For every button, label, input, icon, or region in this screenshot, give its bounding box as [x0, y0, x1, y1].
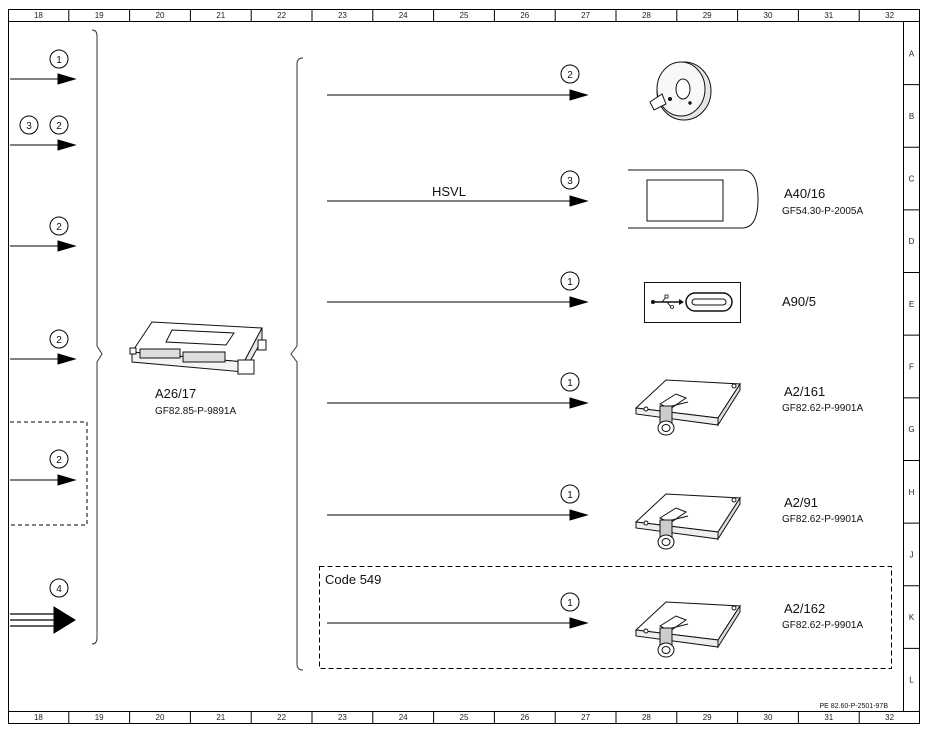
row-letter: H — [909, 488, 915, 497]
microphone-icon — [649, 61, 712, 121]
usb-c-socket-icon — [644, 282, 741, 323]
code-549-label: Code 549 — [325, 572, 381, 587]
column-number-bottom: 23 — [338, 713, 347, 722]
column-number-top: 20 — [156, 11, 165, 20]
left-signal-arrows — [10, 73, 77, 634]
column-number-top: 21 — [216, 11, 225, 20]
left-signal-1-label: 1 — [56, 55, 62, 66]
row-scale-right: A B C D E F G H J K L — [903, 49, 920, 685]
control-unit-icon — [129, 321, 267, 375]
antenna-module-2-doc: GF82.62-P-9901A — [782, 514, 863, 525]
left-signal-6-label: 4 — [56, 584, 62, 595]
column-number-bottom: 21 — [216, 713, 225, 722]
left-bus-bracket — [91, 29, 103, 645]
row-letter: A — [909, 49, 915, 58]
column-scale-top: 18 19 20 21 22 23 24 25 26 27 28 29 30 31 32 — [34, 9, 895, 21]
column-number-top: 25 — [460, 11, 469, 20]
usb-socket-id: A90/5 — [782, 294, 816, 309]
right-signal-2-label: 3 — [567, 176, 573, 187]
left-signal-5-label: 2 — [56, 455, 62, 466]
column-number-top: 29 — [703, 11, 712, 20]
row-letter: B — [909, 112, 914, 121]
column-number-bottom: 31 — [824, 713, 833, 722]
column-number-bottom: 20 — [156, 713, 165, 722]
row-letter: E — [909, 300, 914, 309]
row-letter: D — [909, 237, 915, 246]
right-signal-6-label: 1 — [567, 598, 573, 609]
column-number-top: 27 — [581, 11, 590, 20]
antenna-module-1-doc: GF82.62-P-9901A — [782, 403, 863, 414]
column-number-top: 26 — [520, 11, 529, 20]
column-number-bottom: 29 — [703, 713, 712, 722]
column-number-bottom: 22 — [277, 713, 286, 722]
antenna-module-3-id: A2/162 — [784, 601, 825, 616]
row-letter: C — [909, 175, 915, 184]
column-number-top: 19 — [95, 11, 104, 20]
right-signal-arrows — [327, 89, 589, 629]
display-icon — [628, 169, 759, 229]
control-unit-doc: GF82.85-P-9891A — [155, 406, 236, 417]
left-signal-labels — [19, 49, 69, 598]
column-number-top: 23 — [338, 11, 347, 20]
antenna-module-2-id: A2/91 — [784, 495, 818, 510]
display-doc: GF54.30-P-2005A — [782, 206, 863, 217]
column-number-bottom: 28 — [642, 713, 651, 722]
row-letter: L — [909, 676, 914, 685]
antenna-module-icon — [634, 493, 741, 550]
antenna-module-icon — [634, 379, 741, 436]
column-number-bottom: 19 — [95, 713, 104, 722]
column-number-top: 31 — [824, 11, 833, 20]
column-number-bottom: 24 — [399, 713, 408, 722]
antenna-module-1-id: A2/161 — [784, 384, 825, 399]
column-number-bottom: 32 — [885, 713, 894, 722]
column-number-top: 24 — [399, 11, 408, 20]
column-number-bottom: 27 — [581, 713, 590, 722]
right-signal-5-label: 1 — [567, 490, 573, 501]
left-signal-2-label-b: 2 — [56, 121, 62, 132]
control-unit-id: A26/17 — [155, 386, 196, 401]
hsvl-label: HSVL — [432, 184, 466, 199]
left-signal-2-label-a: 3 — [26, 121, 32, 132]
column-scale-bottom: 18 19 20 21 22 23 24 25 26 27 28 29 30 31 32 — [34, 711, 895, 723]
column-number-bottom: 18 — [34, 713, 43, 722]
right-signal-circles — [560, 64, 580, 612]
antenna-module-icon — [634, 601, 741, 658]
column-number-bottom: 30 — [764, 713, 773, 722]
left-dashed-box — [10, 421, 88, 526]
right-signal-3-label: 1 — [567, 277, 573, 288]
column-number-bottom: 26 — [520, 713, 529, 722]
footer-reference: PE 82.60-P-2501-97B — [820, 703, 889, 710]
column-number-bottom: 25 — [460, 713, 469, 722]
display-id: A40/16 — [784, 186, 825, 201]
left-signal-3-label: 2 — [56, 222, 62, 233]
code-549-box — [319, 566, 892, 669]
right-bus-bracket — [290, 57, 304, 671]
row-letter: J — [910, 550, 914, 559]
column-number-top: 18 — [34, 11, 43, 20]
right-signal-1-label: 2 — [567, 70, 573, 81]
antenna-module-3-doc: GF82.62-P-9901A — [782, 620, 863, 631]
diagram-frame — [8, 9, 920, 724]
left-signal-4-label: 2 — [56, 335, 62, 346]
column-number-top: 22 — [277, 11, 286, 20]
column-number-top: 30 — [764, 11, 773, 20]
row-letter: F — [909, 363, 914, 372]
row-letter: G — [908, 425, 914, 434]
antenna-modules — [634, 379, 741, 658]
column-number-top: 28 — [642, 11, 651, 20]
column-number-top: 32 — [885, 11, 894, 20]
right-signal-4-label: 1 — [567, 378, 573, 389]
row-letter: K — [909, 613, 915, 622]
